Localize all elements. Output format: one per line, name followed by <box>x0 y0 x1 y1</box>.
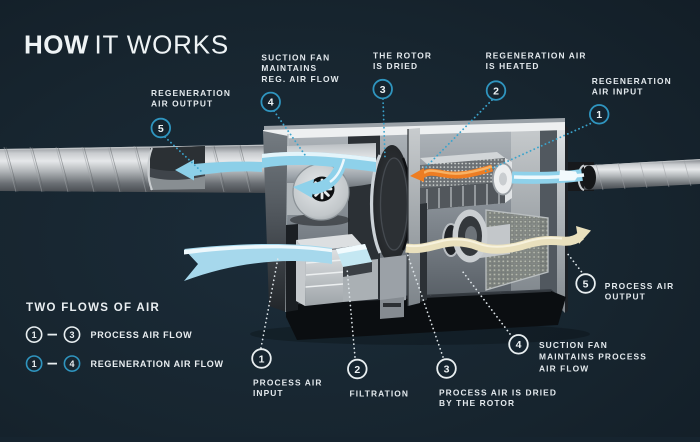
svg-text:MAINTAINS: MAINTAINS <box>261 63 317 73</box>
svg-text:4: 4 <box>268 97 274 109</box>
svg-text:4: 4 <box>69 359 74 369</box>
svg-text:BY THE ROTOR: BY THE ROTOR <box>439 398 515 408</box>
svg-text:1: 1 <box>32 330 37 340</box>
svg-text:SUCTION FAN: SUCTION FAN <box>261 53 330 63</box>
svg-text:TWO FLOWS OF AIR: TWO FLOWS OF AIR <box>26 302 160 314</box>
svg-text:3: 3 <box>444 363 450 375</box>
svg-text:SUCTION FAN: SUCTION FAN <box>539 340 608 350</box>
svg-text:REGENERATION: REGENERATION <box>592 76 672 86</box>
svg-text:FILTRATION: FILTRATION <box>350 389 410 399</box>
svg-text:AIR OUTPUT: AIR OUTPUT <box>151 99 213 109</box>
svg-text:1: 1 <box>32 359 37 369</box>
svg-text:IS HEATED: IS HEATED <box>486 61 540 71</box>
svg-text:AIR FLOW: AIR FLOW <box>539 363 589 373</box>
svg-text:REGENERATION AIR: REGENERATION AIR <box>486 51 587 61</box>
svg-text:IT WORKS: IT WORKS <box>95 30 229 60</box>
svg-text:5: 5 <box>158 123 164 135</box>
svg-text:5: 5 <box>583 278 589 290</box>
svg-text:PROCESS AIR IS DRIED: PROCESS AIR IS DRIED <box>439 388 557 398</box>
svg-text:PROCESS AIR: PROCESS AIR <box>605 281 675 291</box>
svg-text:IS DRIED: IS DRIED <box>373 61 418 71</box>
svg-text:1: 1 <box>259 353 265 365</box>
svg-text:REG. AIR FLOW: REG. AIR FLOW <box>261 74 339 84</box>
svg-text:2: 2 <box>354 364 360 376</box>
svg-text:3: 3 <box>69 330 74 340</box>
svg-text:2: 2 <box>493 85 499 97</box>
svg-text:THE ROTOR: THE ROTOR <box>373 51 432 61</box>
svg-text:PROCESS AIR: PROCESS AIR <box>253 378 323 388</box>
svg-text:1: 1 <box>596 109 602 121</box>
svg-text:AIR INPUT: AIR INPUT <box>592 87 644 97</box>
svg-text:MAINTAINS PROCESS: MAINTAINS PROCESS <box>539 352 647 362</box>
svg-text:4: 4 <box>516 339 522 351</box>
svg-text:PROCESS AIR FLOW: PROCESS AIR FLOW <box>91 330 193 340</box>
svg-text:INPUT: INPUT <box>253 388 284 398</box>
svg-text:3: 3 <box>380 84 386 96</box>
svg-text:REGENERATION: REGENERATION <box>151 88 231 98</box>
svg-text:REGENERATION AIR FLOW: REGENERATION AIR FLOW <box>91 359 224 369</box>
svg-text:HOW: HOW <box>24 30 89 60</box>
svg-text:OUTPUT: OUTPUT <box>605 292 646 302</box>
